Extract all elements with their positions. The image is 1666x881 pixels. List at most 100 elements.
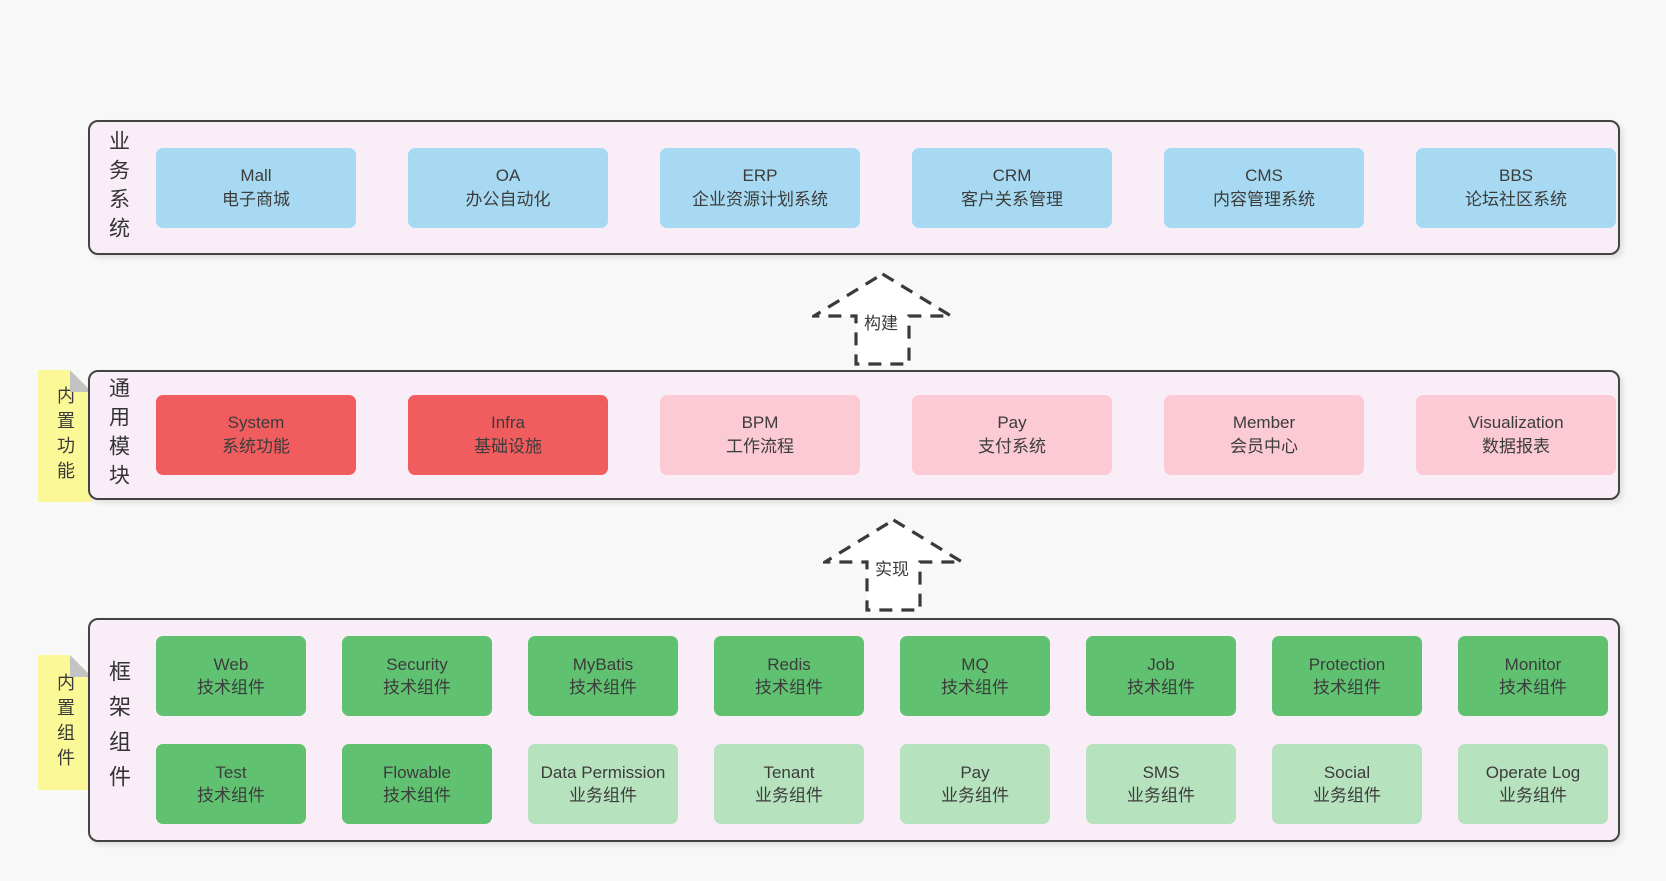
box-subtitle: 业务组件 [1499,786,1567,805]
box-mq: MQ 技术组件 [900,636,1050,716]
box-title: System [227,413,285,432]
box-subtitle: 业务组件 [569,786,637,805]
box-subtitle: 技术组件 [569,678,637,697]
box-subtitle: 工作流程 [726,437,794,456]
build-arrow: 构建 [812,272,953,366]
box-infra: Infra 基础设施 [408,395,608,475]
box-title: Protection [1308,655,1386,674]
box-title: Operate Log [1485,763,1581,782]
box-subtitle: 基础设施 [474,437,542,456]
band-common-modules: 通用模块 System 系统功能 Infra 基础设施 BPM 工作流程 Pay… [88,370,1620,500]
box-subtitle: 企业资源计划系统 [692,189,828,209]
band-box-rows: Mall 电子商城 OA 办公自动化 ERP 企业资源计划系统 CRM 客户关系… [156,147,1618,228]
band-business-systems: 业务系统 Mall 电子商城 OA 办公自动化 ERP 企业资源计划系统 CRM… [88,120,1620,255]
arrow-label: 实现 [872,554,911,581]
box-subtitle: 技术组件 [1313,678,1381,697]
box-tenant: Tenant 业务组件 [714,744,864,824]
band-row: System 系统功能 Infra 基础设施 BPM 工作流程 Pay 支付系统… [156,395,1618,475]
box-subtitle: 技术组件 [1127,678,1195,697]
box-test: Test 技术组件 [156,744,306,824]
box-subtitle: 业务组件 [941,786,1009,805]
sticky-note-label: 内置功能 [55,386,75,486]
box-title: Web [213,655,249,674]
band-label: 业务系统 [106,129,130,246]
box-subtitle: 技术组件 [383,678,451,697]
box-subtitle: 技术组件 [383,786,451,805]
box-subtitle: 内容管理系统 [1213,189,1315,209]
box-subtitle: 技术组件 [1499,678,1567,697]
box-title: OA [495,165,521,185]
box-title: Test [215,763,247,782]
box-cms: CMS 内容管理系统 [1164,147,1364,228]
box-bpm: BPM 工作流程 [660,395,860,475]
box-crm: CRM 客户关系管理 [912,147,1112,228]
box-social: Social 业务组件 [1272,744,1422,824]
box-title: Mall [240,165,272,185]
box-subtitle: 数据报表 [1482,437,1550,456]
box-sms: SMS 业务组件 [1086,744,1236,824]
box-subtitle: 技术组件 [941,678,1009,697]
band-label: 框架组件 [106,660,131,800]
box-title: Pay [997,413,1027,432]
box-title: Visualization [1468,413,1564,432]
box-subtitle: 业务组件 [755,786,823,805]
box-title: BPM [741,413,779,432]
band-row: Test 技术组件 Flowable 技术组件 Data Permission … [156,744,1618,824]
box-pay: Pay 支付系统 [912,395,1112,475]
box-operate-log: Operate Log 业务组件 [1458,744,1608,824]
box-data-permission: Data Permission 业务组件 [528,744,678,824]
box-bbs: BBS 论坛社区系统 [1416,147,1616,228]
box-title: Member [1232,413,1296,432]
box-visualization: Visualization 数据报表 [1416,395,1616,475]
box-security: Security 技术组件 [342,636,492,716]
sticky-note-label: 内置组件 [55,672,75,773]
box-erp: ERP 企业资源计划系统 [660,147,860,228]
arrow-label: 构建 [861,308,900,335]
box-subtitle: 办公自动化 [465,189,551,209]
box-title: CRM [992,165,1032,185]
box-subtitle: 论坛社区系统 [1465,189,1567,209]
box-web: Web 技术组件 [156,636,306,716]
box-subtitle: 业务组件 [1313,786,1381,805]
band-box-rows: System 系统功能 Infra 基础设施 BPM 工作流程 Pay 支付系统… [156,395,1618,475]
box-flowable: Flowable 技术组件 [342,744,492,824]
box-subtitle: 电子商城 [222,189,290,209]
box-subtitle: 技术组件 [755,678,823,697]
box-subtitle: 技术组件 [197,786,265,805]
box-job: Job 技术组件 [1086,636,1236,716]
box-title: Security [386,655,448,674]
box-title: Pay [960,763,990,782]
sticky-note-built-in-features: 内置功能 [38,370,92,502]
box-subtitle: 技术组件 [197,678,265,697]
box-title: Social [1323,763,1371,782]
box-member: Member 会员中心 [1164,395,1364,475]
box-title: Data Permission [540,763,666,782]
box-subtitle: 支付系统 [978,437,1046,456]
sticky-note-built-in-components: 内置组件 [38,655,92,790]
band-row: Mall 电子商城 OA 办公自动化 ERP 企业资源计划系统 CRM 客户关系… [156,147,1618,228]
box-subtitle: 会员中心 [1230,437,1298,456]
box-pay: Pay 业务组件 [900,744,1050,824]
box-subtitle: 客户关系管理 [961,189,1063,209]
box-protection: Protection 技术组件 [1272,636,1422,716]
box-title: Flowable [382,763,452,782]
box-oa: OA 办公自动化 [408,147,608,228]
box-monitor: Monitor 技术组件 [1458,636,1608,716]
box-mall: Mall 电子商城 [156,147,356,228]
box-title: Tenant [763,763,815,782]
box-subtitle: 系统功能 [222,437,290,456]
box-title: ERP [742,165,778,185]
band-label: 通用模块 [106,377,130,493]
box-title: CMS [1245,165,1283,185]
box-title: SMS [1142,763,1180,782]
box-mybatis: MyBatis 技术组件 [528,636,678,716]
box-system: System 系统功能 [156,395,356,475]
box-title: Infra [490,413,526,432]
box-title: MyBatis [572,655,634,674]
box-redis: Redis 技术组件 [714,636,864,716]
band-row: Web 技术组件 Security 技术组件 MyBatis 技术组件 Redi… [156,636,1618,716]
box-title: BBS [1498,165,1534,185]
implement-arrow: 实现 [823,518,964,612]
box-title: MQ [961,655,989,674]
